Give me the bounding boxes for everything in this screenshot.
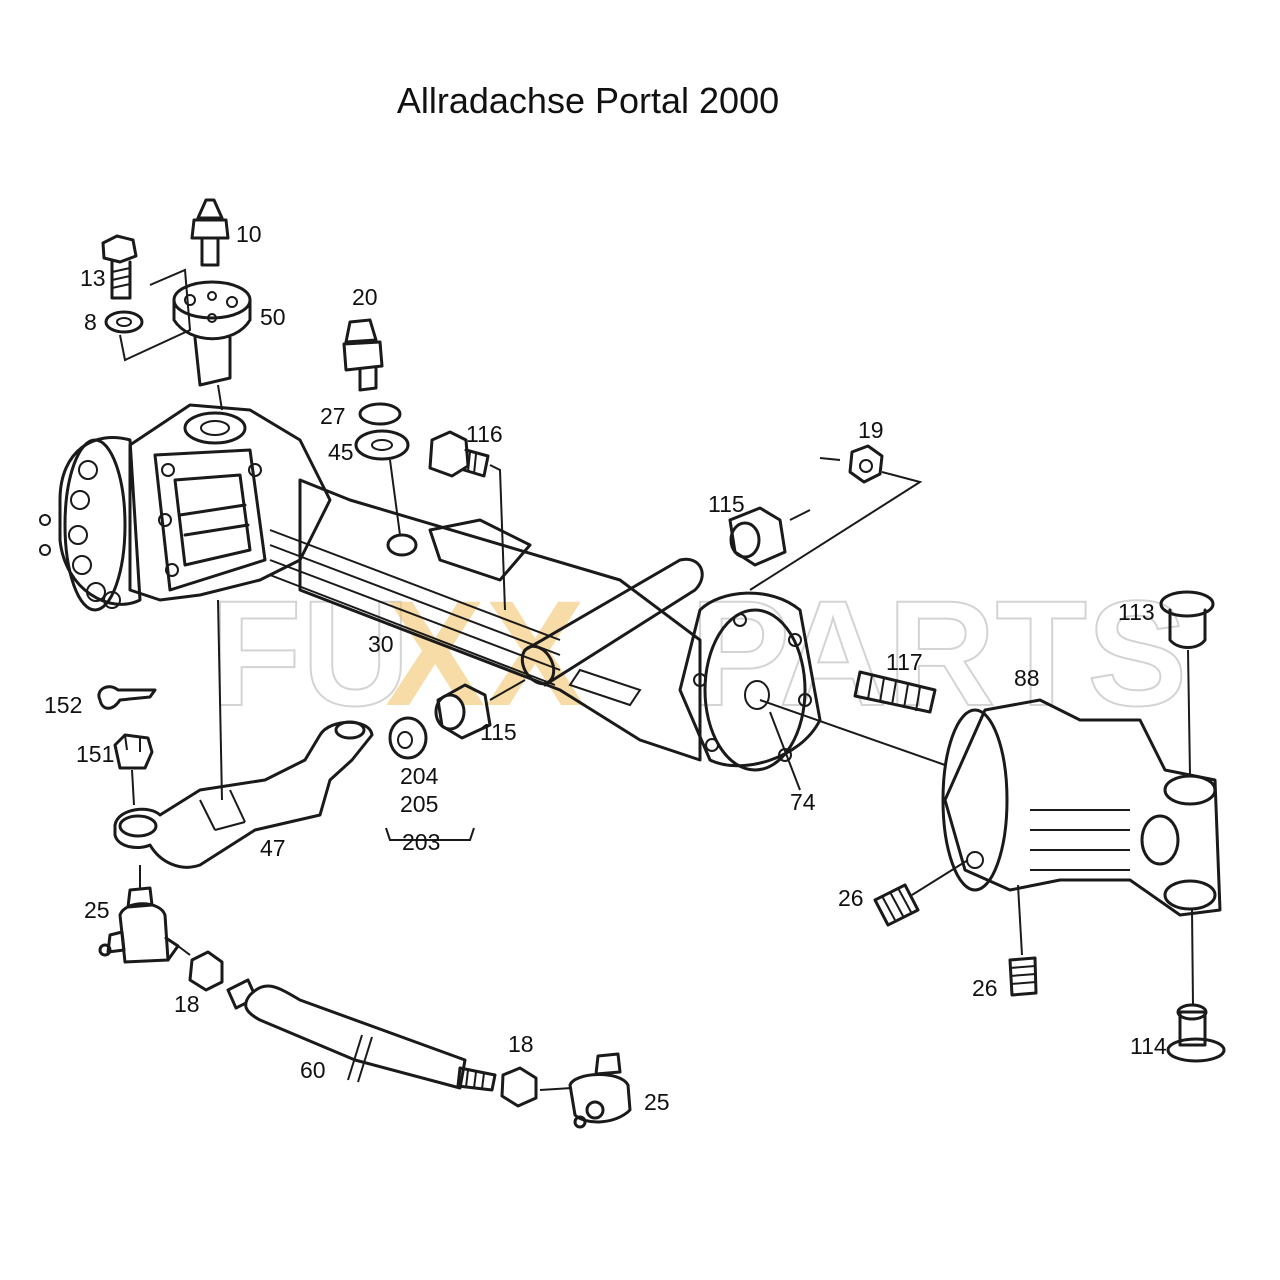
bushing-114 [1166,1003,1226,1063]
grease-nipple-10 [190,198,230,267]
nut-18-right [500,1066,538,1108]
thrust-washer-204 [388,716,428,760]
bushing-113 [1159,590,1215,649]
cap-50 [172,280,252,387]
label-151: 151 [76,741,114,767]
leader-74 [769,711,801,791]
castle-nut-151 [113,733,154,770]
watermark-left: FU [210,569,410,737]
label-45: 45 [328,439,354,465]
assembly-line [139,865,191,956]
label-203: 203 [402,829,440,855]
plug-26-left [873,883,920,927]
washer-27 [358,402,402,426]
ball-joint-25-right [539,1052,632,1129]
seal-ring-45 [354,429,410,461]
pivot-pin [520,557,704,687]
label-117: 117 [886,649,923,675]
tie-rod-60 [226,978,497,1092]
right-portal-housing [941,698,1222,917]
assembly-line [749,457,923,591]
assembly-line [131,769,135,806]
bushing-115-upper [728,506,787,567]
diagram-title: Allradachse Portal 2000 [396,80,780,121]
assembly-line [217,384,223,411]
label-30: 30 [368,631,394,657]
assembly-line [119,268,192,362]
label-116: 116 [466,421,503,447]
label-204: 204 [400,763,439,789]
label-27: 27 [320,403,346,429]
label-18-left: 18 [174,991,200,1017]
label-18-right: 18 [508,1031,534,1057]
lock-washer-8 [104,310,144,334]
label-25-left: 25 [84,897,110,923]
bolt-13 [101,234,138,300]
label-88: 88 [1014,665,1040,691]
label-26-lower: 26 [972,975,998,1001]
nut-19 [848,444,884,484]
assembly-line [911,859,969,896]
label-50: 50 [260,304,286,330]
label-205: 205 [400,791,438,817]
label-8: 8 [84,309,97,335]
left-hub-flange [39,436,142,612]
bracket-203 [385,827,475,841]
label-10: 10 [236,221,262,247]
assembly-line [789,509,811,521]
nut-18-left [188,950,224,992]
assembly-line [489,464,506,611]
assembly-line [389,459,401,536]
watermark: FU XX PARTS [209,568,1188,738]
assembly-line [1017,884,1023,956]
label-114: 114 [1130,1033,1167,1059]
label-13: 13 [80,265,106,291]
axle-beam [269,478,702,762]
assembly-line [1187,649,1191,776]
label-115-upper: 115 [708,491,745,517]
label-74: 74 [790,789,816,815]
assembly-line [489,679,526,701]
ball-joint-25-left [98,886,180,964]
cotter-pin-152 [97,685,157,710]
assembly-line [217,599,223,801]
label-115-lower: 115 [480,719,517,745]
label-47: 47 [260,835,286,861]
stud-117 [853,670,937,714]
label-152: 152 [44,692,82,718]
watermark-middle: XX [385,569,585,737]
assembly-line [759,699,946,766]
label-60: 60 [300,1057,326,1083]
label-19: 19 [858,417,884,443]
steering-arm-47 [113,720,374,869]
label-113: 113 [1118,599,1155,625]
plug-116 [428,430,490,478]
label-20: 20 [352,284,378,310]
bushing-115-lower [434,683,492,740]
label-25-right: 25 [644,1089,670,1115]
label-26-left: 26 [838,885,864,911]
plug-26-lower [1008,956,1038,997]
part-labels: 10 13 8 50 20 27 45 116 19 115 30 152 15… [44,221,1167,1115]
breather-20 [342,318,384,392]
assembly-line [1191,909,1194,1006]
